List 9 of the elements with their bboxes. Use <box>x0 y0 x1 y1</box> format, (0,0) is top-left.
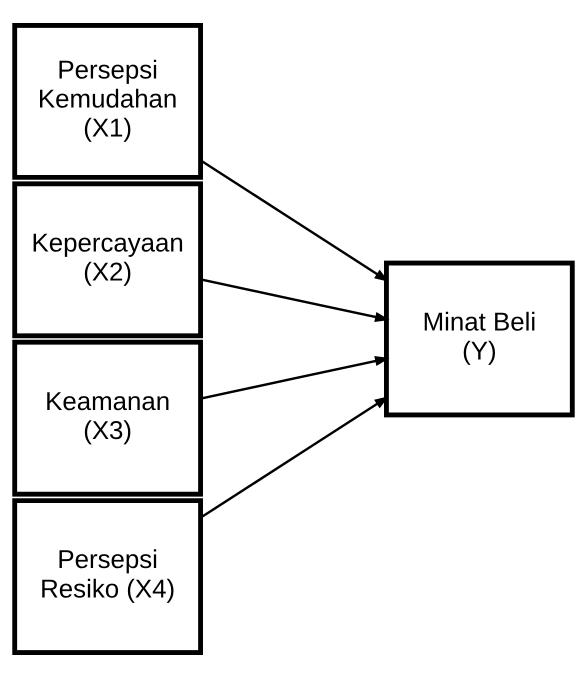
node-box: Kepercayaan (X2) <box>12 181 203 338</box>
arrow <box>200 396 390 519</box>
node-box: Persepsi Resiko (X4) <box>12 498 203 655</box>
node-box: Keamanan (X3) <box>12 340 203 497</box>
arrow <box>200 356 390 400</box>
node-box: Persepsi Kemudahan (X1) <box>12 23 203 180</box>
arrow <box>200 159 390 282</box>
arrow <box>200 278 390 322</box>
node-box: Minat Beli (Y) <box>384 260 575 418</box>
